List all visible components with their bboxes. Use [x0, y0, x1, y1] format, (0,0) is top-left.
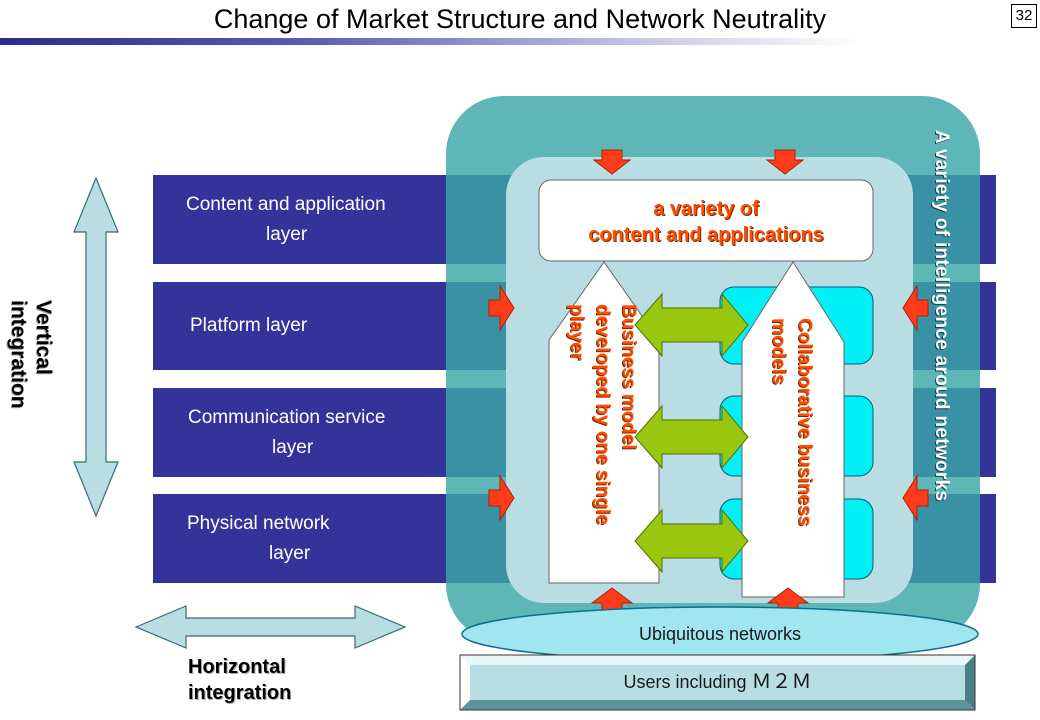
single-player-text: Business model developed by one single p… [566, 304, 639, 525]
green-double-arrow-1 [634, 292, 749, 358]
horizontal-integration-arrow [134, 605, 407, 649]
layer-label-physical: Physical network layer [187, 513, 330, 564]
vertical-integration-arrow [73, 176, 119, 518]
red-down-arrow-1 [592, 149, 632, 175]
intelligence-label: A variety of intelligence aroud networks [931, 130, 952, 502]
green-double-arrow-3 [634, 508, 749, 574]
content-box [538, 179, 874, 262]
red-down-arrow-2 [765, 149, 805, 175]
red-left-arrow-2 [902, 474, 929, 522]
red-right-arrow-2 [488, 474, 515, 522]
red-right-arrow-1 [488, 284, 515, 332]
users-box-outline [459, 654, 976, 711]
collaborative-arrow [741, 261, 845, 598]
content-box-text: a variety of content and applications [588, 198, 824, 246]
title-underline [0, 38, 860, 45]
layer-label-platform: Platform layer [190, 315, 308, 336]
collaborative-text: Collaborative business models [768, 318, 815, 527]
single-player-arrow [548, 261, 660, 584]
vertical-integration-label: Vertical integration [7, 300, 55, 409]
layer-label-content: Content and application layer [186, 194, 386, 245]
users-bevel-bottom [460, 700, 975, 710]
green-double-arrow-2 [634, 404, 749, 470]
users-box-face [470, 665, 965, 700]
page-number: 32 [1011, 4, 1037, 28]
page-title: Change of Market Structure and Network N… [213, 4, 827, 34]
users-label: Users including Ｍ２Ｍ [623, 671, 812, 693]
horizontal-integration-label: Horizontal integration [188, 656, 292, 704]
layer-label-communication: Communication service layer [188, 407, 386, 458]
users-bevel-right [965, 655, 975, 710]
ubiquitous-label: Ubiquitous networks [638, 624, 802, 644]
users-bevel-left [460, 655, 470, 710]
red-left-arrow-1 [902, 284, 929, 332]
users-bevel-top [460, 655, 975, 665]
